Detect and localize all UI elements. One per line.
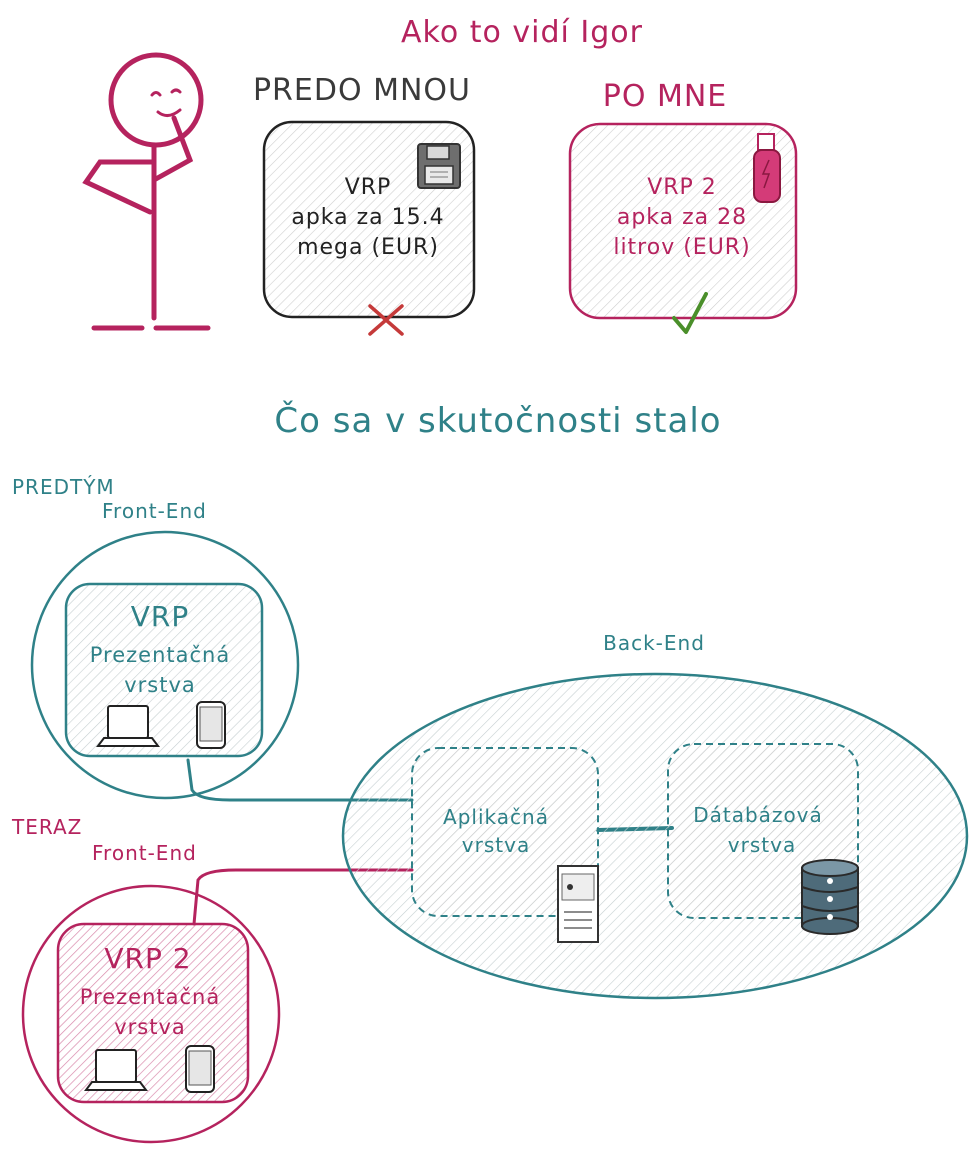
backend-group: Aplikačná vrstva Dátabázová vrstva [341, 672, 969, 1000]
laptop-icon [84, 1049, 148, 1091]
before-label: PREDTÝM [12, 475, 115, 499]
after-card: VRP 2 apka za 28 litrov (EUR) [568, 122, 798, 334]
floppy-disk-icon [417, 143, 461, 189]
now-frontend-group: VRP 2 Prezentačná vrstva [21, 884, 281, 1144]
laptop-icon [96, 705, 160, 747]
smartphone-icon [196, 701, 226, 749]
before-app-name: VRP [131, 600, 190, 633]
checkmark-icon [672, 292, 708, 334]
now-label: TERAZ [11, 815, 82, 839]
database-icon [801, 859, 859, 935]
app-layer-line2: vrstva [462, 833, 530, 857]
server-icon [557, 865, 599, 943]
after-card-line3: litrov (EUR) [613, 235, 750, 260]
connector-before-to-app [186, 758, 414, 802]
backend-label: Back-End [603, 631, 705, 655]
db-layer-line1: Dátabázová [693, 803, 823, 827]
after-card-line2: apka za 28 [617, 205, 747, 230]
bottom-title: Čo sa v skutočnosti stalo [274, 400, 721, 441]
smartphone-icon [185, 1045, 215, 1093]
before-card-line3: mega (EUR) [297, 235, 439, 260]
after-heading: PO MNE [603, 79, 728, 114]
before-layer-line2: vrstva [124, 673, 196, 697]
cross-icon [368, 304, 404, 336]
before-frontend-label: Front-End [102, 499, 207, 523]
connector-now-to-app [192, 868, 414, 926]
before-card: VRP apka za 15.4 mega (EUR) [262, 120, 476, 336]
before-card-line2: apka za 15.4 [291, 205, 444, 230]
before-layer-line1: Prezentačná [90, 643, 230, 667]
stick-figure [82, 52, 211, 331]
now-app-name: VRP 2 [104, 942, 191, 975]
app-layer-line1: Aplikačná [443, 805, 549, 829]
now-layer-line1: Prezentačná [80, 985, 220, 1009]
after-card-line1: VRP 2 [647, 175, 717, 200]
now-frontend-label: Front-End [92, 841, 197, 865]
before-heading: PREDO MNOU [253, 73, 471, 108]
now-layer-line2: vrstva [114, 1015, 186, 1039]
usb-drive-icon [753, 133, 781, 203]
db-layer-line2: vrstva [728, 833, 796, 857]
before-frontend-group: VRP Prezentačná vrstva [30, 530, 300, 800]
top-title: Ako to vidí Igor [401, 15, 643, 50]
before-card-line1: VRP [345, 175, 392, 200]
app-layer-box [411, 747, 599, 917]
